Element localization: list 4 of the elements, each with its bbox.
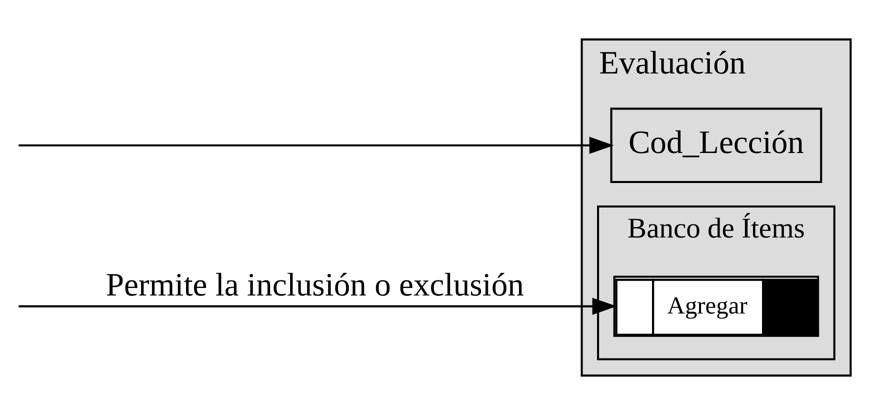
arrow <box>18 136 614 154</box>
arrow <box>18 297 617 314</box>
edge-label: Permite la inclusión o exclusión <box>106 267 524 304</box>
node-box: Cod_Lección <box>610 107 822 183</box>
